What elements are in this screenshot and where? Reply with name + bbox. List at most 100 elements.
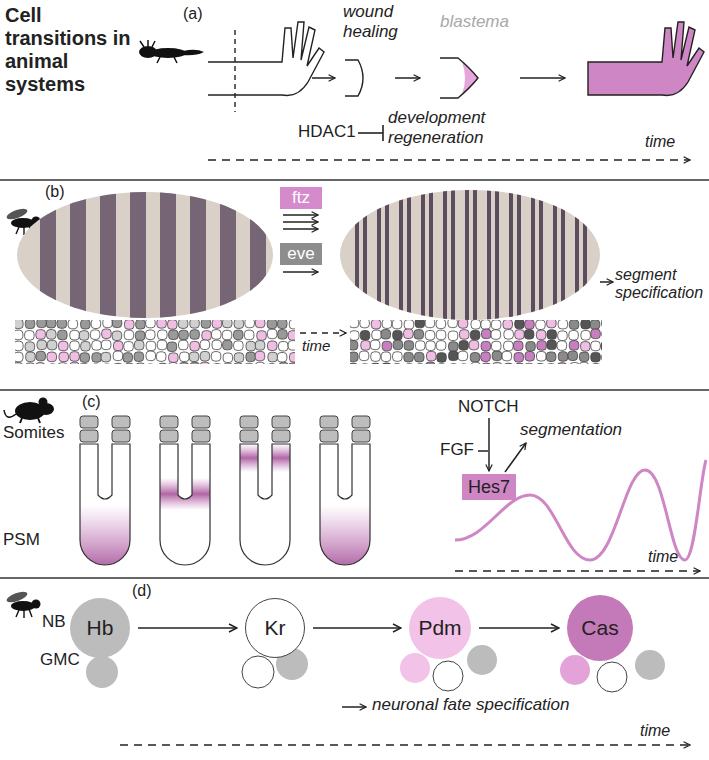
cell — [223, 320, 233, 328]
cell — [190, 330, 200, 340]
cell — [370, 340, 380, 350]
somite — [80, 416, 98, 428]
cell — [48, 364, 58, 365]
blastema-limb — [440, 58, 478, 98]
cell — [212, 330, 222, 340]
cell — [557, 363, 567, 364]
text-label: time — [648, 548, 678, 566]
cell — [91, 320, 101, 329]
stripe — [553, 185, 557, 330]
cell — [558, 320, 568, 329]
somite — [192, 416, 210, 428]
cell — [255, 351, 265, 361]
cell — [255, 362, 264, 364]
cell — [167, 342, 177, 352]
cell — [382, 320, 392, 328]
cell — [547, 320, 557, 328]
cell — [268, 352, 278, 362]
drawing-part — [467, 645, 497, 675]
cell — [591, 329, 601, 339]
cell — [168, 320, 178, 329]
cell — [602, 329, 603, 339]
cell — [234, 330, 244, 340]
stripe — [385, 185, 389, 330]
cell — [103, 320, 113, 328]
cell — [546, 352, 556, 362]
cell — [471, 362, 481, 364]
cell — [36, 363, 46, 364]
cell — [371, 352, 381, 362]
cell — [179, 340, 189, 350]
cell — [223, 340, 233, 350]
cell — [59, 341, 69, 351]
somite — [160, 430, 178, 442]
cell — [492, 351, 502, 361]
cell — [570, 363, 580, 365]
cell — [25, 320, 35, 329]
drawing-part — [382, 125, 384, 141]
cell — [393, 340, 403, 350]
time-arrow — [455, 570, 700, 572]
cell — [524, 330, 534, 340]
cell — [350, 363, 358, 364]
drawing-part — [0, 179, 709, 181]
cell — [113, 363, 123, 364]
text-label: (c) — [82, 393, 101, 411]
cell — [81, 320, 91, 329]
cell — [136, 320, 146, 329]
cell — [504, 363, 514, 364]
cell — [515, 330, 525, 340]
text-label: (d) — [132, 582, 152, 600]
text-label: time — [645, 133, 675, 151]
cell — [180, 352, 190, 362]
cell — [470, 353, 480, 363]
cell — [449, 364, 459, 365]
cell — [113, 351, 123, 361]
stripe — [575, 185, 579, 330]
cell — [157, 320, 167, 328]
cell — [537, 341, 547, 351]
stripe — [190, 185, 206, 325]
cell-tiling — [15, 320, 295, 364]
cell — [579, 352, 589, 362]
cell — [547, 340, 557, 350]
cell — [581, 342, 591, 352]
cell — [90, 330, 100, 340]
cell — [415, 352, 425, 362]
cell — [590, 320, 600, 329]
cell — [25, 363, 35, 364]
cell — [449, 342, 459, 352]
cell — [70, 330, 80, 340]
somite — [112, 430, 130, 442]
blastema-tip — [462, 62, 478, 94]
drawing-part — [283, 214, 318, 216]
cell — [202, 331, 212, 341]
time-arrow — [208, 159, 690, 161]
stripe — [443, 185, 447, 330]
stripe — [70, 185, 86, 325]
cell — [426, 341, 436, 351]
cell — [37, 340, 47, 350]
cell — [514, 341, 524, 351]
cell — [157, 340, 167, 350]
somite — [80, 430, 98, 442]
cell — [125, 363, 135, 364]
cell — [244, 330, 254, 340]
cell — [381, 352, 391, 362]
cell — [414, 330, 424, 340]
panel-separators — [0, 180, 709, 578]
cell — [392, 320, 402, 329]
cell — [581, 331, 591, 341]
cell — [547, 330, 557, 340]
cell — [350, 331, 359, 341]
somite — [352, 416, 370, 428]
cell — [382, 341, 392, 351]
cell — [178, 320, 188, 328]
notch-arrow — [488, 418, 490, 471]
cell — [190, 341, 200, 351]
cell — [136, 363, 146, 364]
cell — [146, 341, 156, 351]
cell-tiling — [350, 320, 602, 364]
cell — [277, 353, 287, 363]
